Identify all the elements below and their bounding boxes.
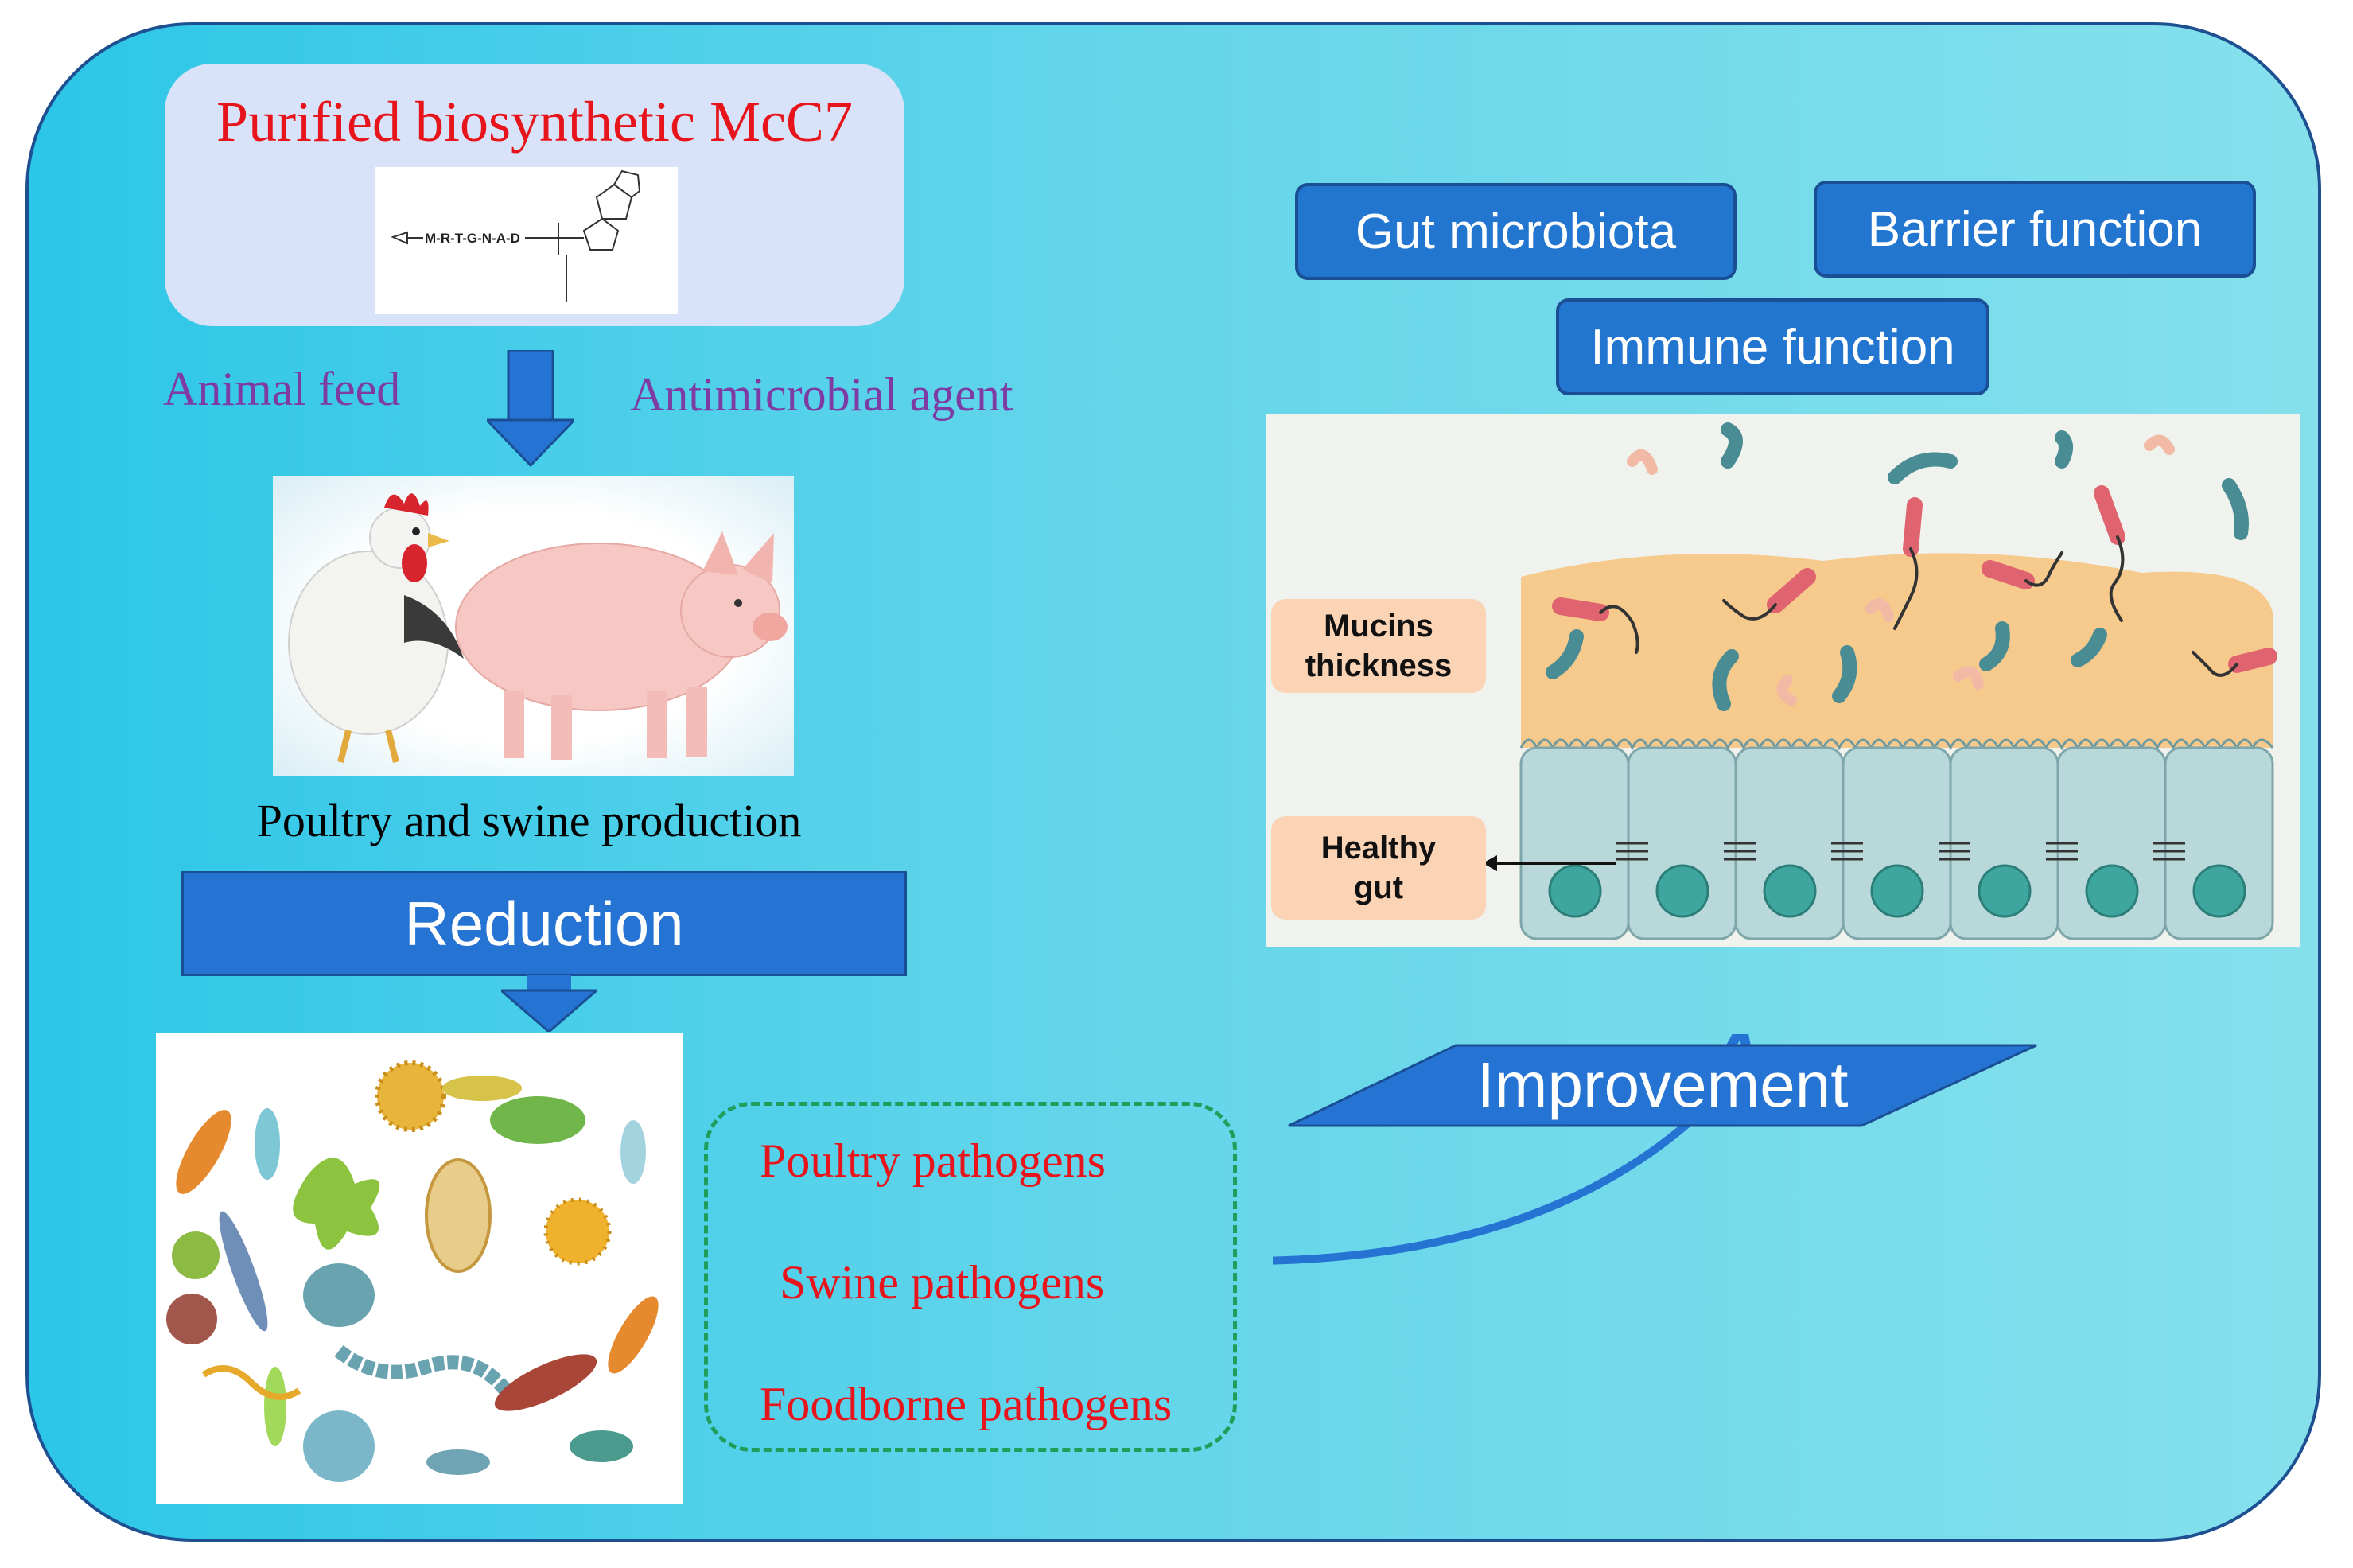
animals-photo [273,476,794,776]
animals-caption: Poultry and swine production [256,795,802,846]
antimicrobial-agent-label: Antimicrobial agent [630,368,1013,421]
improvement-banner: Improvement [1476,1049,1849,1120]
feed-arrow [487,350,574,468]
gut-microbiota-button: Gut microbiota [1295,183,1737,280]
reduction-banner: Reduction [181,871,907,976]
pathogens-box [704,1102,1237,1452]
pig-illustration [455,531,788,760]
reduction-arrow-head [501,975,597,1032]
swine-pathogens-label: Swine pathogens [780,1256,1105,1309]
poultry-pathogens-label: Poultry pathogens [760,1134,1106,1187]
immune-function-button: Immune function [1556,298,1989,395]
improvement-arrow [1273,1034,2037,1265]
foodborne-pathogens-label: Foodborne pathogens [760,1378,1173,1430]
chicken-illustration [288,493,464,763]
animal-feed-label: Animal feed [163,363,401,415]
structure-sequence: M-R-T-G-N-A-D [425,231,520,246]
barrier-function-button: Barrier function [1814,181,2256,278]
microbes-illustration [156,1033,683,1504]
title: Purified biosynthetic McC7 [216,90,853,154]
chemical-structure: M-R-T-G-N-A-D [375,167,678,314]
